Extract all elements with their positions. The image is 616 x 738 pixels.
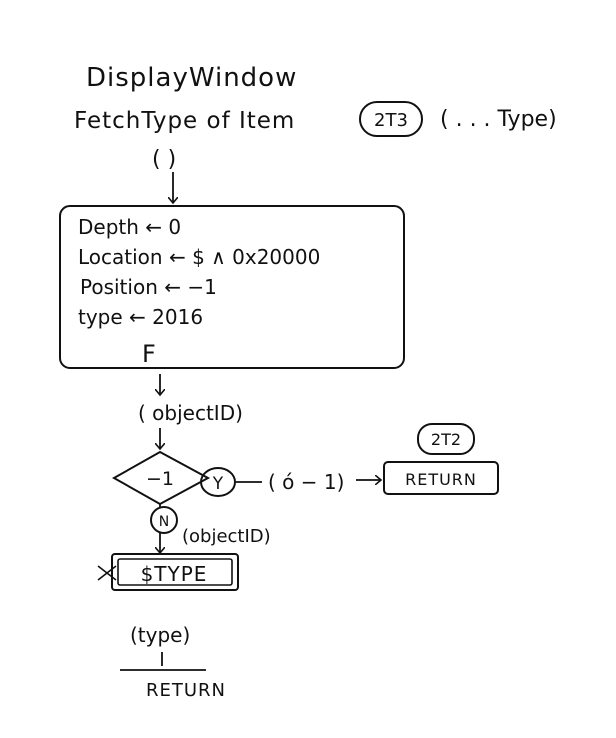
type-process-box-inner — [117, 558, 233, 586]
yes-return-label: RETURN — [405, 470, 477, 489]
no-branch-output-parameter: (type) — [130, 623, 190, 647]
yes-branch-parameter: ( ó − 1) — [268, 470, 344, 494]
diagram-title: DisplayWindow — [86, 63, 297, 93]
no-return-label: RETURN — [146, 680, 226, 701]
input-parameter: ( ) — [152, 147, 176, 172]
function-signature: ( . . . Type) — [440, 107, 557, 132]
init-block-footer-label: F — [142, 340, 156, 368]
decision-label: −1 — [146, 468, 174, 490]
decision-yes-connector — [200, 467, 236, 497]
init-line-type: type ← 2016 — [78, 305, 203, 329]
scribble-mark — [97, 565, 117, 581]
function-name: FetchType of Item — [74, 108, 295, 134]
init-line-position: Position ← −1 — [80, 275, 217, 299]
yes-return-box — [383, 461, 499, 495]
init-line-depth: Depth ← 0 — [78, 215, 181, 239]
reference-badge-2t2-label: 2T2 — [431, 430, 461, 449]
decision-no-connector — [150, 506, 178, 534]
reference-badge-2t2 — [417, 423, 475, 455]
type-process-label: $TYPE — [141, 562, 208, 586]
no-branch-parameter: (objectID) — [182, 526, 271, 547]
type-process-box — [111, 553, 239, 591]
reference-badge-2t3 — [359, 101, 423, 137]
after-init-parameter: ( objectID) — [138, 401, 243, 425]
decision-no-label: N — [159, 514, 169, 530]
decision-yes-label: Y — [212, 474, 224, 494]
reference-badge-2t3-label: 2T3 — [374, 110, 408, 131]
init-block — [59, 205, 405, 369]
init-line-location: Location ← $ ∧ 0x20000 — [78, 245, 320, 269]
